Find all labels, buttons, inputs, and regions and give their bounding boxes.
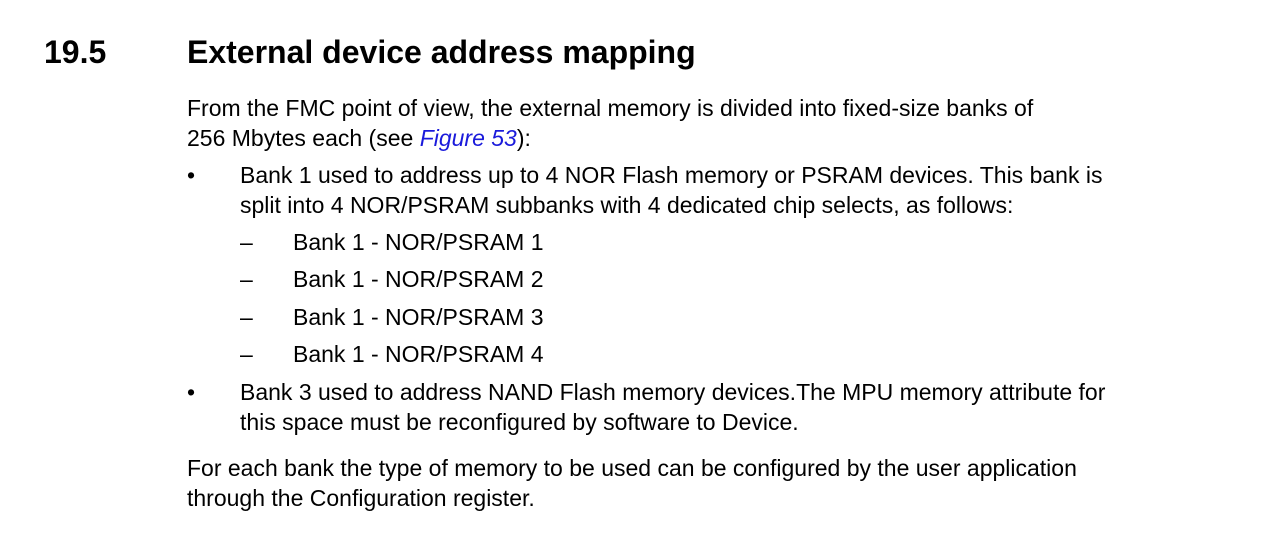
- section-heading: 19.5 External device address mapping: [0, 30, 1269, 80]
- outro-line-1: For each bank the type of memory to be u…: [187, 455, 1077, 481]
- intro-paragraph: From the FMC point of view, the external…: [187, 93, 1227, 153]
- bullet-line-2: this space must be reconfigured by softw…: [240, 409, 799, 435]
- dash-icon: –: [240, 266, 253, 292]
- bullet-icon: •: [187, 379, 196, 405]
- subbank-label: Bank 1 - NOR/PSRAM 1: [293, 229, 544, 255]
- subbank-label: Bank 1 - NOR/PSRAM 3: [293, 304, 544, 330]
- outro-line-2: through the Configuration register.: [187, 485, 535, 511]
- bullet-line-1: Bank 1 used to address up to 4 NOR Flash…: [240, 162, 1103, 188]
- intro-line-2-end: ):: [516, 125, 531, 151]
- subbank-label: Bank 1 - NOR/PSRAM 4: [293, 341, 544, 367]
- intro-line-2-text: 256 Mbytes each (see: [187, 125, 420, 151]
- dash-icon: –: [240, 341, 253, 367]
- outro-paragraph: For each bank the type of memory to be u…: [187, 453, 1227, 513]
- bullet-line-1: Bank 3 used to address NAND Flash memory…: [240, 379, 1106, 405]
- subbank-label: Bank 1 - NOR/PSRAM 2: [293, 266, 544, 292]
- intro-line-2: 256 Mbytes each (see Figure 53):: [187, 123, 1227, 153]
- dash-icon: –: [240, 304, 253, 330]
- section-number: 19.5: [44, 34, 107, 70]
- bullet-text: Bank 3 used to address NAND Flash memory…: [240, 377, 1230, 437]
- dash-icon: –: [240, 229, 253, 255]
- figure-53-link[interactable]: Figure 53: [419, 125, 517, 151]
- section-title: External device address mapping: [187, 34, 696, 70]
- intro-line-1: From the FMC point of view, the external…: [187, 95, 1034, 121]
- bullet-line-2: split into 4 NOR/PSRAM subbanks with 4 d…: [240, 192, 1014, 218]
- bullet-text: Bank 1 used to address up to 4 NOR Flash…: [240, 160, 1230, 220]
- bullet-icon: •: [187, 162, 196, 188]
